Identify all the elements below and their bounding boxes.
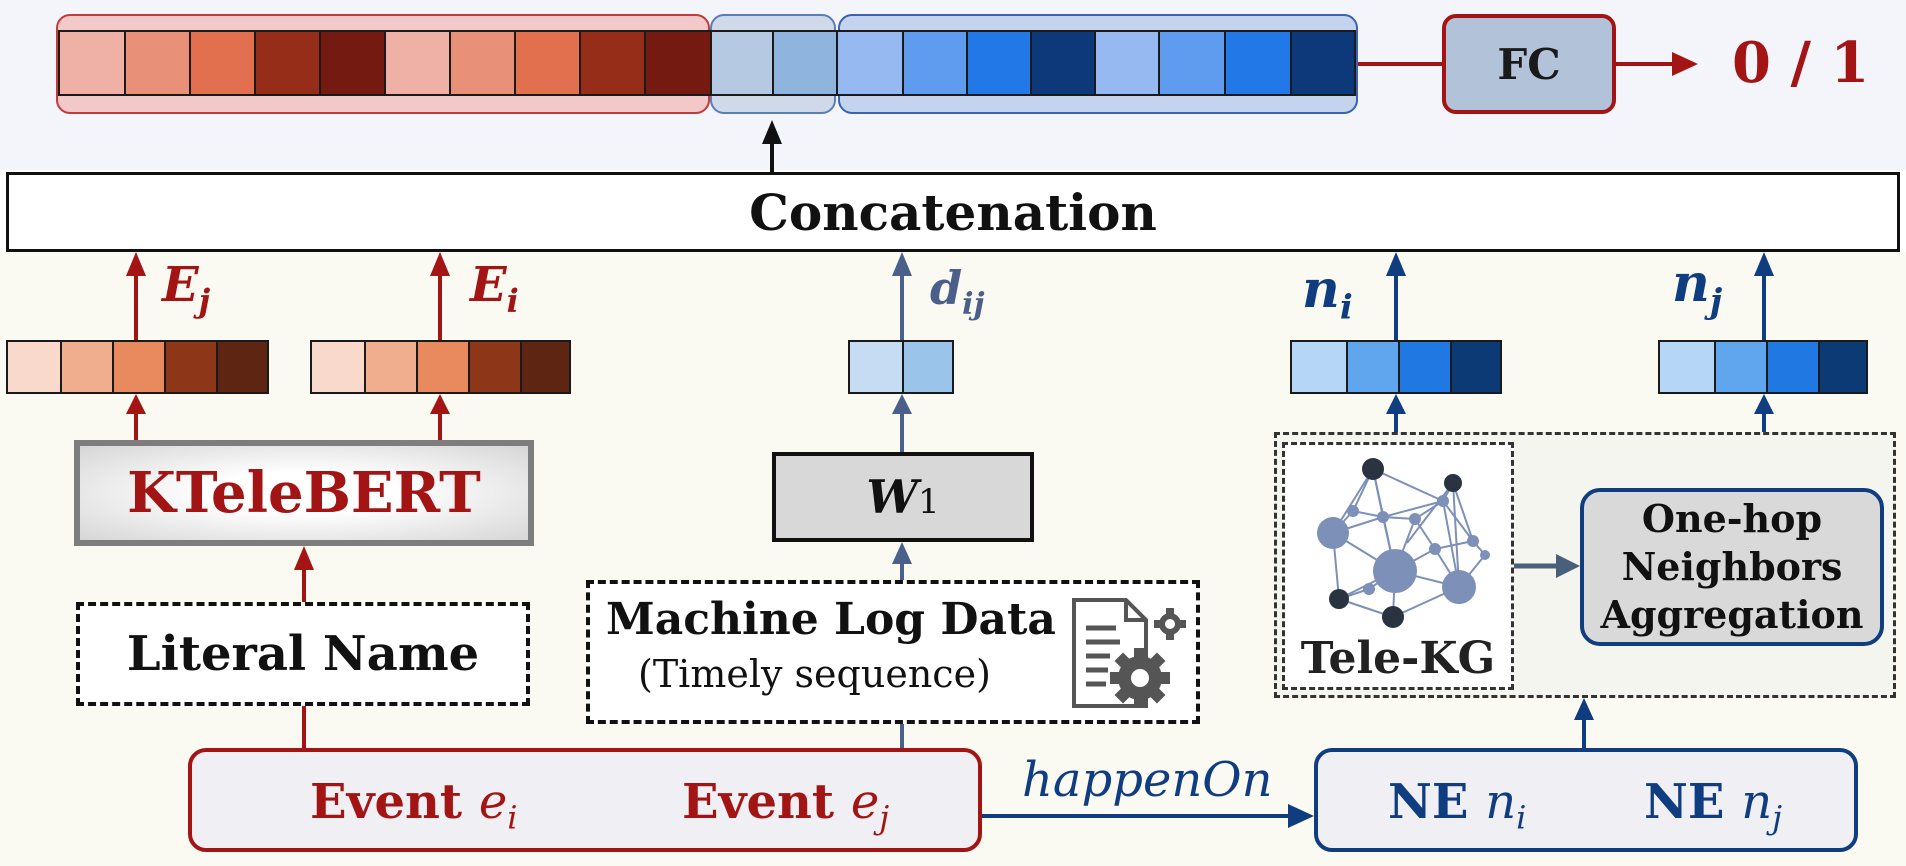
vector-cell [966,32,1030,94]
vector-cell [1346,342,1398,392]
vector-cell [416,342,468,392]
arrow-kg-to-aggregation [1514,554,1580,578]
vector-cell [124,32,189,94]
one-hop-aggregation-box: One-hop Neighbors Aggregation [1580,488,1884,646]
vector-cell [384,32,449,94]
vector-cell [1030,32,1094,94]
vector-cell [772,32,836,94]
vector-cell [1224,32,1290,94]
output-label: 0 / 1 [1732,30,1870,96]
arrow-literal-to-encoder [294,546,314,602]
vector-cell [8,342,60,392]
vector-cell [902,32,966,94]
vector-cell [449,32,514,94]
vector-cell [1290,32,1354,94]
aggregation-line-2: Neighbors [1621,544,1843,589]
machine-log-title: Machine Log Data [606,594,1056,645]
ne-j-label: NE nj [1644,774,1783,837]
network-elements-box [1314,748,1858,852]
vector-cell [468,342,520,392]
w1-weight-box: W1 [772,452,1034,542]
nj-embedding-label: nj [1672,253,1723,322]
aggregation-line-3: Aggregation [1600,592,1864,637]
vector-cell [189,32,254,94]
arrow-concat-to-vector [762,120,782,172]
kteleBERT-encoder-box: KTeleBERT [74,440,534,546]
arrow-encoder-to-ei [430,394,450,440]
event-i-label: Event ei [310,774,518,837]
nj-embedding-vector [1658,340,1868,394]
vector-cell [364,342,416,392]
tele-kg-box: Tele-KG [1282,442,1514,690]
vector-cell [1450,342,1500,392]
aggregation-line-1: One-hop [1641,496,1823,541]
happen-on-relation-label: happenOn [1022,752,1273,808]
ne-i-label: NE ni [1388,774,1527,837]
arrow-graph-to-nj [1754,394,1774,432]
vector-cell [579,32,644,94]
vector-cell [1158,32,1224,94]
vector-cell [1714,342,1766,392]
vector-cell [836,32,902,94]
ej-embedding-vector [6,340,269,394]
arrow-happen-on [982,804,1314,828]
literal-name-label: Literal Name [126,626,480,682]
arrow-encoder-to-ej [126,394,146,440]
kteleBERT-label: KTeleBERT [127,460,481,526]
arrow-graph-to-ni [1386,394,1406,432]
w1-label: W1 [866,470,940,524]
machine-log-data-box: Machine Log Data (Timely sequence) [586,580,1200,724]
vector-cell [254,32,319,94]
arrow-log-to-w1 [892,542,912,580]
vector-cell [1398,342,1450,392]
arrow-nj-to-concat [1754,252,1774,340]
vector-cell [60,32,124,94]
vector-cell [710,32,772,94]
events-box [188,748,982,852]
vector-cell [312,342,364,392]
vector-cell [1766,342,1818,392]
knowledge-graph-icon [1317,458,1490,628]
vector-cell [60,342,112,392]
ei-embedding-vector [310,340,571,394]
ei-embedding-label: Ei [470,257,519,320]
concatenation-box: Concatenation [6,172,1900,252]
event-j-label: Event ej [682,774,890,837]
fc-layer-box: FC [1442,14,1616,114]
vector-cell [319,32,384,94]
literal-name-box: Literal Name [76,602,530,706]
arrow-ei-to-concat [430,252,450,340]
document-gear-icon [1072,598,1186,708]
vector-cell [850,342,902,392]
arrow-w1-to-dij [892,394,912,452]
dij-embedding-label: dij [930,261,985,323]
ni-embedding-vector [1290,340,1502,394]
tele-kg-label: Tele-KG [1300,633,1496,684]
vector-cell [164,342,216,392]
vector-cell [216,342,267,392]
concatenation-label: Concatenation [749,182,1157,242]
ni-embedding-label: ni [1302,259,1353,328]
vector-cell [1818,342,1866,392]
ej-embedding-label: Ej [162,257,211,320]
concatenated-vector [58,30,1356,96]
arrow-ne-to-graph-module [1574,698,1594,748]
arrow-dij-to-concat [892,252,912,340]
vector-cell [520,342,569,392]
vector-cell [644,32,710,94]
fc-label: FC [1497,39,1561,89]
vector-cell [514,32,579,94]
arrow-ni-to-concat [1386,252,1406,340]
dij-embedding-vector [848,340,954,394]
arrow-ej-to-concat [126,252,146,340]
machine-log-subtitle: (Timely sequence) [638,652,991,696]
vector-cell [1660,342,1714,392]
vector-cell [1094,32,1158,94]
arrow-fc-to-output [1616,52,1698,76]
vector-cell [112,342,164,392]
vector-cell [1292,342,1346,392]
vector-cell [902,342,952,392]
